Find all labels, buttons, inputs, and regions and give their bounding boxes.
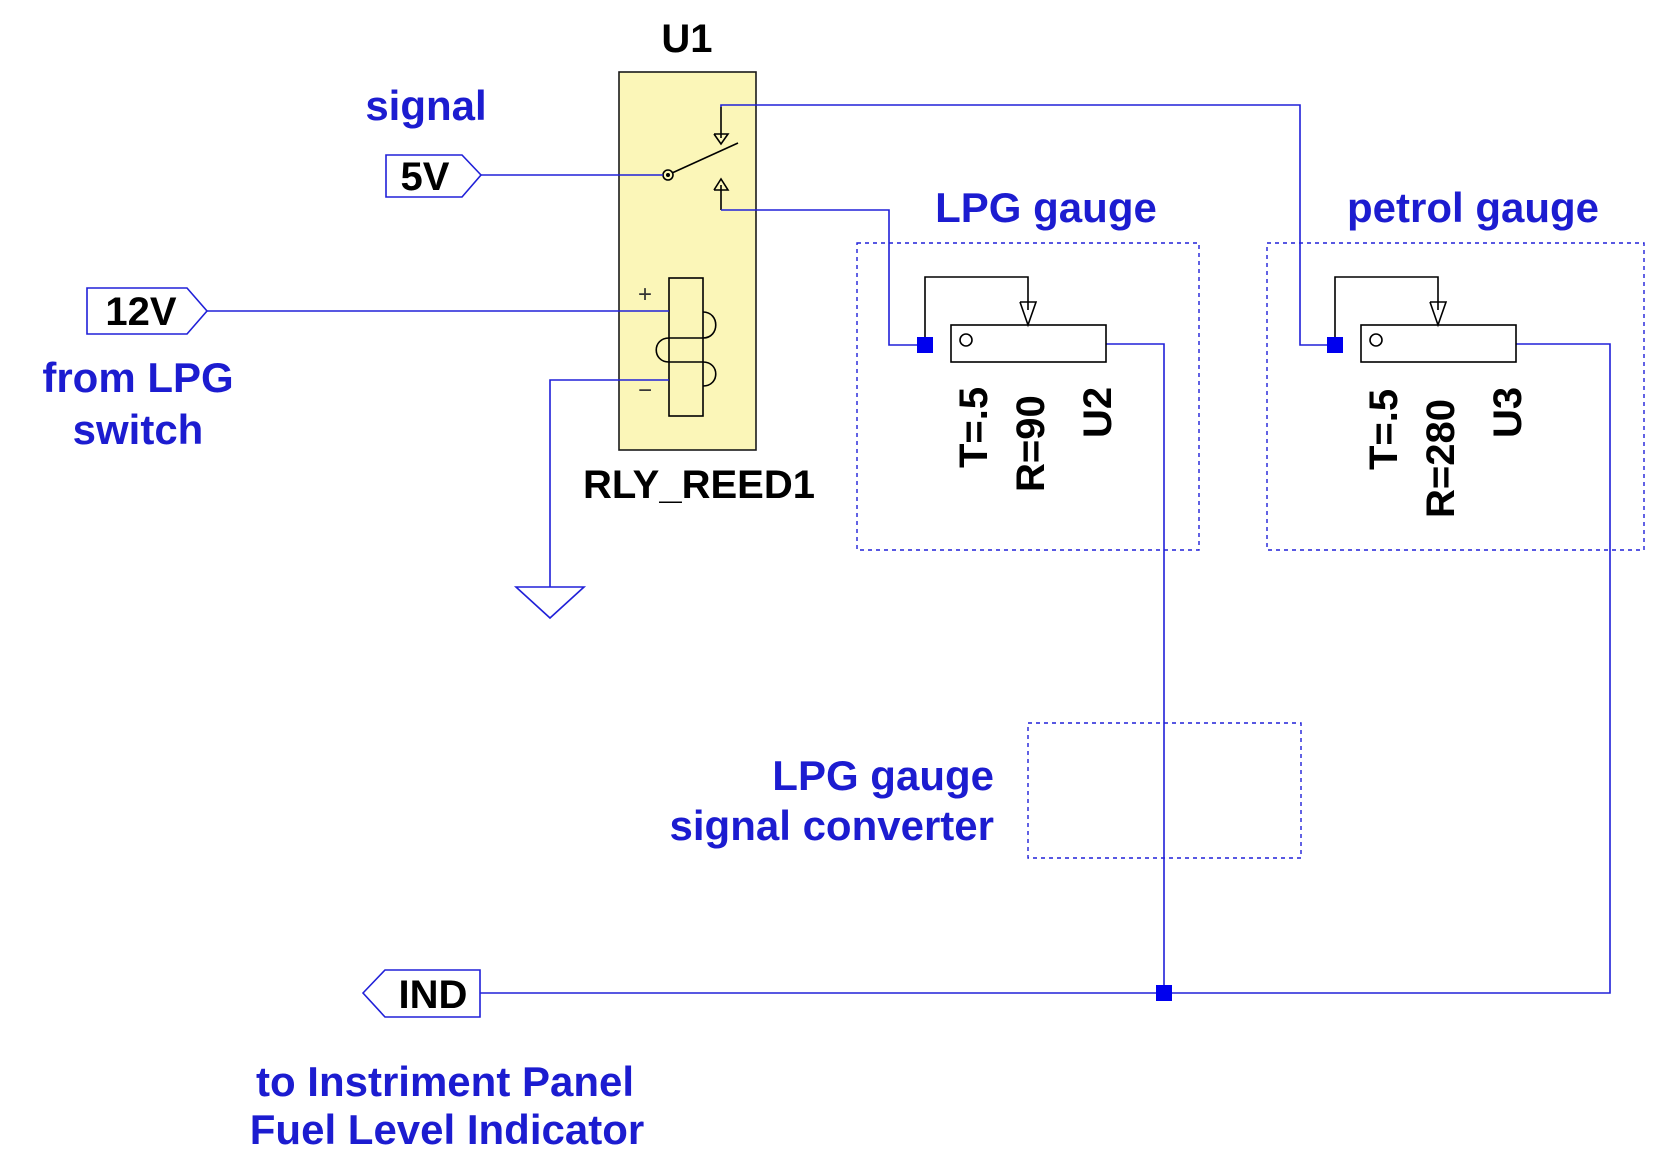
wires <box>207 104 1611 994</box>
switch-caption: switch <box>73 406 204 453</box>
relay-ref-label: U1 <box>661 17 712 61</box>
port-5v[interactable]: 5V <box>385 154 483 199</box>
to-panel-caption: to Instriment Panel <box>256 1058 634 1105</box>
port-ind[interactable]: IND <box>361 969 481 1018</box>
coil-minus-label: − <box>638 377 652 404</box>
relay-coil: + − <box>638 277 717 417</box>
relay-name-label: RLY_REED1 <box>583 463 815 507</box>
coil-plus-label: + <box>638 281 652 308</box>
relay-body <box>618 71 757 451</box>
port-12v-label: 12V <box>105 290 176 334</box>
converter-frame[interactable] <box>1027 722 1302 859</box>
port-ind-label: IND <box>399 973 468 1017</box>
lpg-potentiometer <box>950 324 1107 363</box>
ground-symbol <box>513 586 587 620</box>
petrol-pin-junction <box>1327 337 1343 353</box>
port-5v-label: 5V <box>401 155 450 199</box>
output-junction <box>1156 985 1172 1001</box>
petrol-ref-label: U3 <box>1486 387 1530 438</box>
petrol-gauge-u3[interactable]: petrol gauge T=.5 R=280 U3 <box>1266 184 1645 551</box>
lpg-t-label: T=.5 <box>952 387 996 468</box>
lpg-ref-label: U2 <box>1076 387 1120 438</box>
fuel-indicator-caption: Fuel Level Indicator <box>250 1106 644 1149</box>
converter-caption-line2: signal converter <box>670 802 994 849</box>
petrol-gauge-title: petrol gauge <box>1347 184 1599 231</box>
petrol-potentiometer <box>1360 324 1517 363</box>
petrol-r-label: R=280 <box>1419 399 1463 518</box>
from-lpg-caption: from LPG <box>42 354 233 401</box>
lpg-gauge-u2[interactable]: LPG gauge T=.5 R=90 U2 <box>856 184 1200 551</box>
lpg-gauge-title: LPG gauge <box>935 184 1157 231</box>
lpg-r-label: R=90 <box>1009 395 1053 492</box>
petrol-t-label: T=.5 <box>1362 389 1406 470</box>
lpg-pin-junction <box>917 337 933 353</box>
relay-u1[interactable]: U1 RLY_REED1 + − <box>583 17 815 507</box>
lpg-gauge-frame <box>856 242 1200 551</box>
port-12v[interactable]: 12V <box>86 287 209 335</box>
petrol-gauge-frame <box>1266 242 1645 551</box>
converter-caption-line1: LPG gauge <box>772 752 994 799</box>
signal-caption: signal <box>365 82 486 129</box>
